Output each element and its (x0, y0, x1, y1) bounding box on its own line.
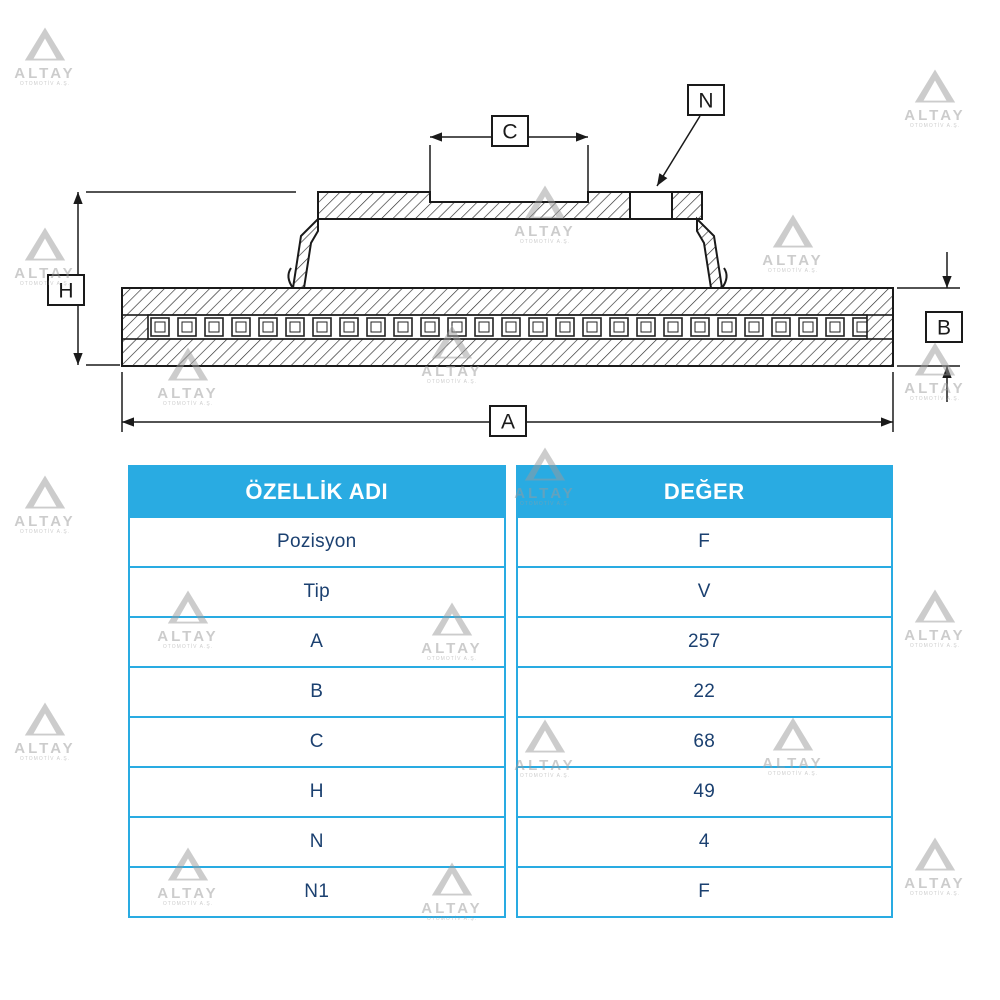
altay-watermark-subtext: OTOMOTİV A.Ş. (909, 891, 961, 898)
dimension-c: C (429, 115, 589, 199)
altay-logo-icon (914, 589, 956, 623)
spec-header-name: ÖZELLİK ADI (128, 465, 506, 518)
bolt-hole (629, 191, 673, 220)
dim-a-label: A (501, 411, 515, 434)
altay-watermark-text: ALTAY (14, 739, 76, 757)
altay-watermark-subtext: OTOMOTİV A.Ş. (19, 529, 71, 536)
spec-col-values: DEĞER F V 257 22 68 49 4 F (515, 465, 893, 918)
spec-col-names: ÖZELLİK ADI Pozisyon Tip A B C H N N1 (128, 465, 506, 918)
spec-row-value: F (515, 516, 893, 568)
dim-b-label: B (937, 317, 951, 340)
brake-disc-diagram: C N H B (0, 0, 1000, 460)
dim-n-label: N (698, 90, 713, 113)
spec-row-name: A (128, 616, 506, 668)
dim-n-box (687, 84, 725, 116)
dim-c-box (491, 115, 529, 147)
spec-row-value: 22 (515, 666, 893, 718)
dim-a-box (489, 405, 527, 437)
spec-table: ÖZELLİK ADI Pozisyon Tip A B C H N N1 DE… (128, 465, 893, 918)
spec-row-value: F (515, 866, 893, 918)
dim-h-box (47, 274, 85, 306)
altay-watermark-text: ALTAY (14, 512, 76, 530)
spec-row-value: 257 (515, 616, 893, 668)
spec-row-name: B (128, 666, 506, 718)
rotor-band (121, 287, 894, 367)
spec-row-name: Pozisyon (128, 516, 506, 568)
cooling-vents (147, 314, 868, 340)
altay-watermark-text: ALTAY (904, 874, 966, 892)
dim-c-label: C (502, 121, 517, 144)
spec-row-name: Tip (128, 566, 506, 618)
dim-b-box (925, 311, 963, 343)
spec-row-name: N1 (128, 866, 506, 918)
spec-row-value: V (515, 566, 893, 618)
dimension-n: N (656, 84, 725, 187)
spec-row-value: 68 (515, 716, 893, 768)
dimension-b: B (897, 252, 963, 402)
altay-logo-icon (914, 837, 956, 871)
altay-watermark-subtext: OTOMOTİV A.Ş. (19, 756, 71, 763)
spec-row-name: C (128, 716, 506, 768)
spec-row-name: N (128, 816, 506, 868)
dimension-h: H (47, 191, 296, 366)
altay-logo-icon (24, 475, 66, 509)
altay-watermark-text: ALTAY (904, 626, 966, 644)
spec-row-value: 4 (515, 816, 893, 868)
spec-header-value: DEĞER (515, 465, 893, 518)
altay-logo-icon (24, 702, 66, 736)
dim-h-label: H (58, 280, 73, 303)
spec-row-value: 49 (515, 766, 893, 818)
hat-section (287, 191, 728, 289)
brake-disc-drawing: C N H B (47, 84, 963, 437)
altay-watermark-subtext: OTOMOTİV A.Ş. (909, 643, 961, 650)
dimension-a: A (121, 372, 894, 437)
spec-row-name: H (128, 766, 506, 818)
